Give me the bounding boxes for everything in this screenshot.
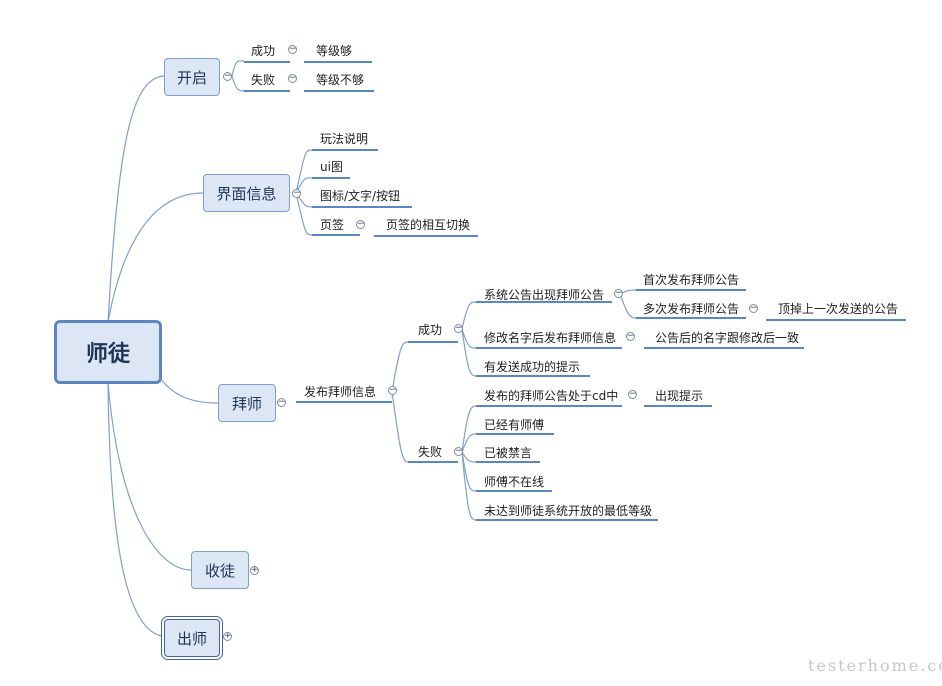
fail-item-muted[interactable]: 已被禁言 xyxy=(484,446,533,460)
open-success-result[interactable]: 等级够 xyxy=(316,44,353,58)
open-fail-label[interactable]: 失败 xyxy=(251,73,276,87)
fail-item-has-master[interactable]: 已经有师傅 xyxy=(484,418,545,432)
success-item-tip[interactable]: 有发送成功的提示 xyxy=(484,360,581,374)
root-topic[interactable]: 师徒 xyxy=(54,320,162,384)
collapse-toggle-icon[interactable]: − xyxy=(749,303,758,313)
ui-item-rules[interactable]: 玩法说明 xyxy=(320,132,369,146)
ui-item-icon-text-button[interactable]: 图标/文字/按钮 xyxy=(320,189,401,203)
apprentice-success-label[interactable]: 成功 xyxy=(418,323,443,337)
notice-first-publish[interactable]: 首次发布拜师公告 xyxy=(643,273,740,287)
collapse-toggle-icon[interactable]: − xyxy=(454,323,463,333)
collapse-toggle-icon[interactable]: − xyxy=(388,385,397,395)
collapse-toggle-icon[interactable]: − xyxy=(288,44,297,54)
ui-item-ui-image[interactable]: ui图 xyxy=(320,160,343,174)
collapse-toggle-icon[interactable]: − xyxy=(288,73,297,83)
apprentice-publish[interactable]: 发布拜师信息 xyxy=(304,385,377,399)
collapse-toggle-icon[interactable]: − xyxy=(628,389,637,399)
success-item-rename[interactable]: 修改名字后发布拜师信息 xyxy=(484,331,617,345)
collapse-toggle-icon[interactable]: − xyxy=(454,446,463,456)
success-item-system-notice[interactable]: 系统公告出现拜师公告 xyxy=(484,288,605,302)
ui-item-tab[interactable]: 页签 xyxy=(320,218,345,232)
fail-item-cd[interactable]: 发布的拜师公告处于cd中 xyxy=(484,389,619,403)
collapse-toggle-icon[interactable]: − xyxy=(356,219,365,229)
collapse-toggle-icon[interactable]: − xyxy=(614,288,623,298)
open-success-label[interactable]: 成功 xyxy=(251,44,276,58)
fail-item-master-offline[interactable]: 师傅不在线 xyxy=(484,475,545,489)
open-fail-result[interactable]: 等级不够 xyxy=(316,73,365,87)
collapse-toggle-icon[interactable]: − xyxy=(277,397,286,407)
watermark: testerhome.com xyxy=(808,656,942,675)
notice-multi-publish[interactable]: 多次发布拜师公告 xyxy=(643,302,740,316)
branch-apprentice[interactable]: 拜师 xyxy=(218,384,276,422)
rename-detail[interactable]: 公告后的名字跟修改后一致 xyxy=(655,331,800,345)
collapse-toggle-icon[interactable]: − xyxy=(223,71,232,81)
expand-toggle-icon[interactable]: + xyxy=(223,631,232,641)
branch-recruit[interactable]: 收徒 xyxy=(191,551,249,589)
expand-toggle-icon[interactable]: + xyxy=(250,565,259,575)
fail-item-min-level[interactable]: 未达到师徒系统开放的最低等级 xyxy=(484,504,653,518)
apprentice-fail-label[interactable]: 失败 xyxy=(418,445,443,459)
ui-tab-detail[interactable]: 页签的相互切换 xyxy=(386,218,471,232)
notice-multi-detail[interactable]: 顶掉上一次发送的公告 xyxy=(778,302,899,316)
fail-cd-detail[interactable]: 出现提示 xyxy=(655,389,704,403)
collapse-toggle-icon[interactable]: − xyxy=(626,331,635,341)
branch-graduate[interactable]: 出师 xyxy=(161,616,223,660)
collapse-toggle-icon[interactable]: − xyxy=(292,188,301,198)
branch-open[interactable]: 开启 xyxy=(164,58,220,96)
branch-ui-info[interactable]: 界面信息 xyxy=(203,174,290,212)
